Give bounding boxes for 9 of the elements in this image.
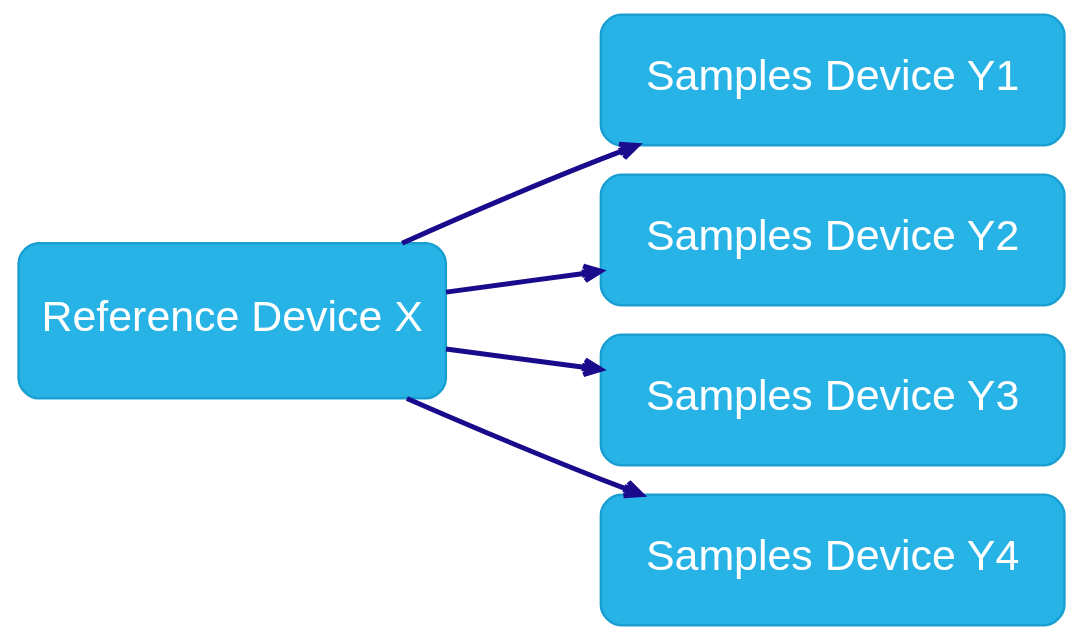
node-box: Samples Device Y1: [599, 13, 1066, 147]
arrow: [445, 263, 604, 295]
node-box: Samples Device Y3: [599, 333, 1066, 467]
arrow: [405, 396, 645, 499]
node-box: Samples Device Y2: [599, 173, 1066, 307]
arrow: [445, 346, 604, 378]
node-box: Samples Device Y4: [599, 493, 1066, 627]
arrow: [401, 141, 640, 246]
node-box: Reference Device X: [17, 242, 448, 400]
